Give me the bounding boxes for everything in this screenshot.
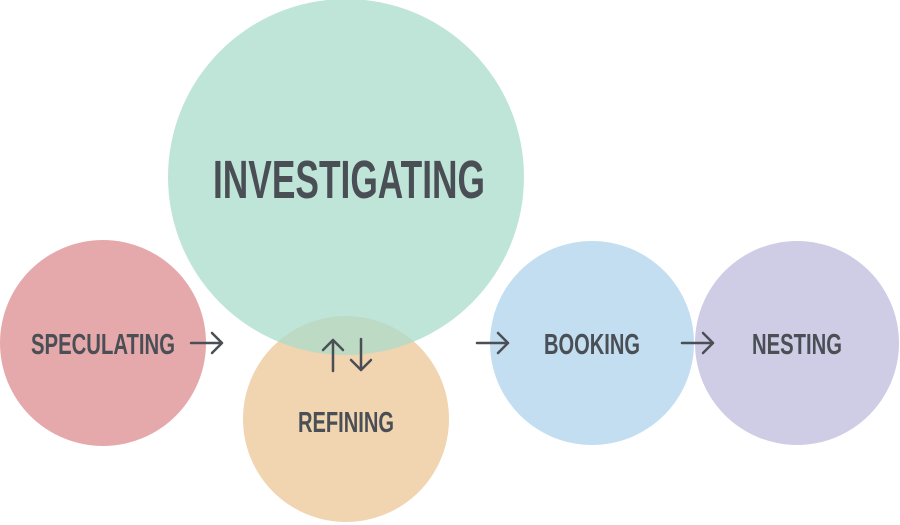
- arrow-right-icon: [680, 331, 715, 355]
- nesting-circle: [695, 241, 899, 445]
- investigating-label: INVESTIGATING: [213, 150, 485, 210]
- arrow-up-icon: [321, 338, 345, 373]
- arrow-right-icon: [475, 331, 510, 355]
- refining-label: REFINING: [298, 407, 394, 439]
- arrow-right-icon: [189, 331, 224, 355]
- nesting-label: NESTING: [752, 329, 842, 361]
- speculating-circle: [0, 240, 206, 446]
- booking-label: BOOKING: [544, 329, 640, 361]
- refining-circle: [243, 316, 449, 522]
- booking-circle: [490, 241, 694, 445]
- investigating-circle: [168, 0, 524, 355]
- arrow-down-icon: [349, 337, 373, 372]
- speculating-label: SPECULATING: [31, 329, 175, 361]
